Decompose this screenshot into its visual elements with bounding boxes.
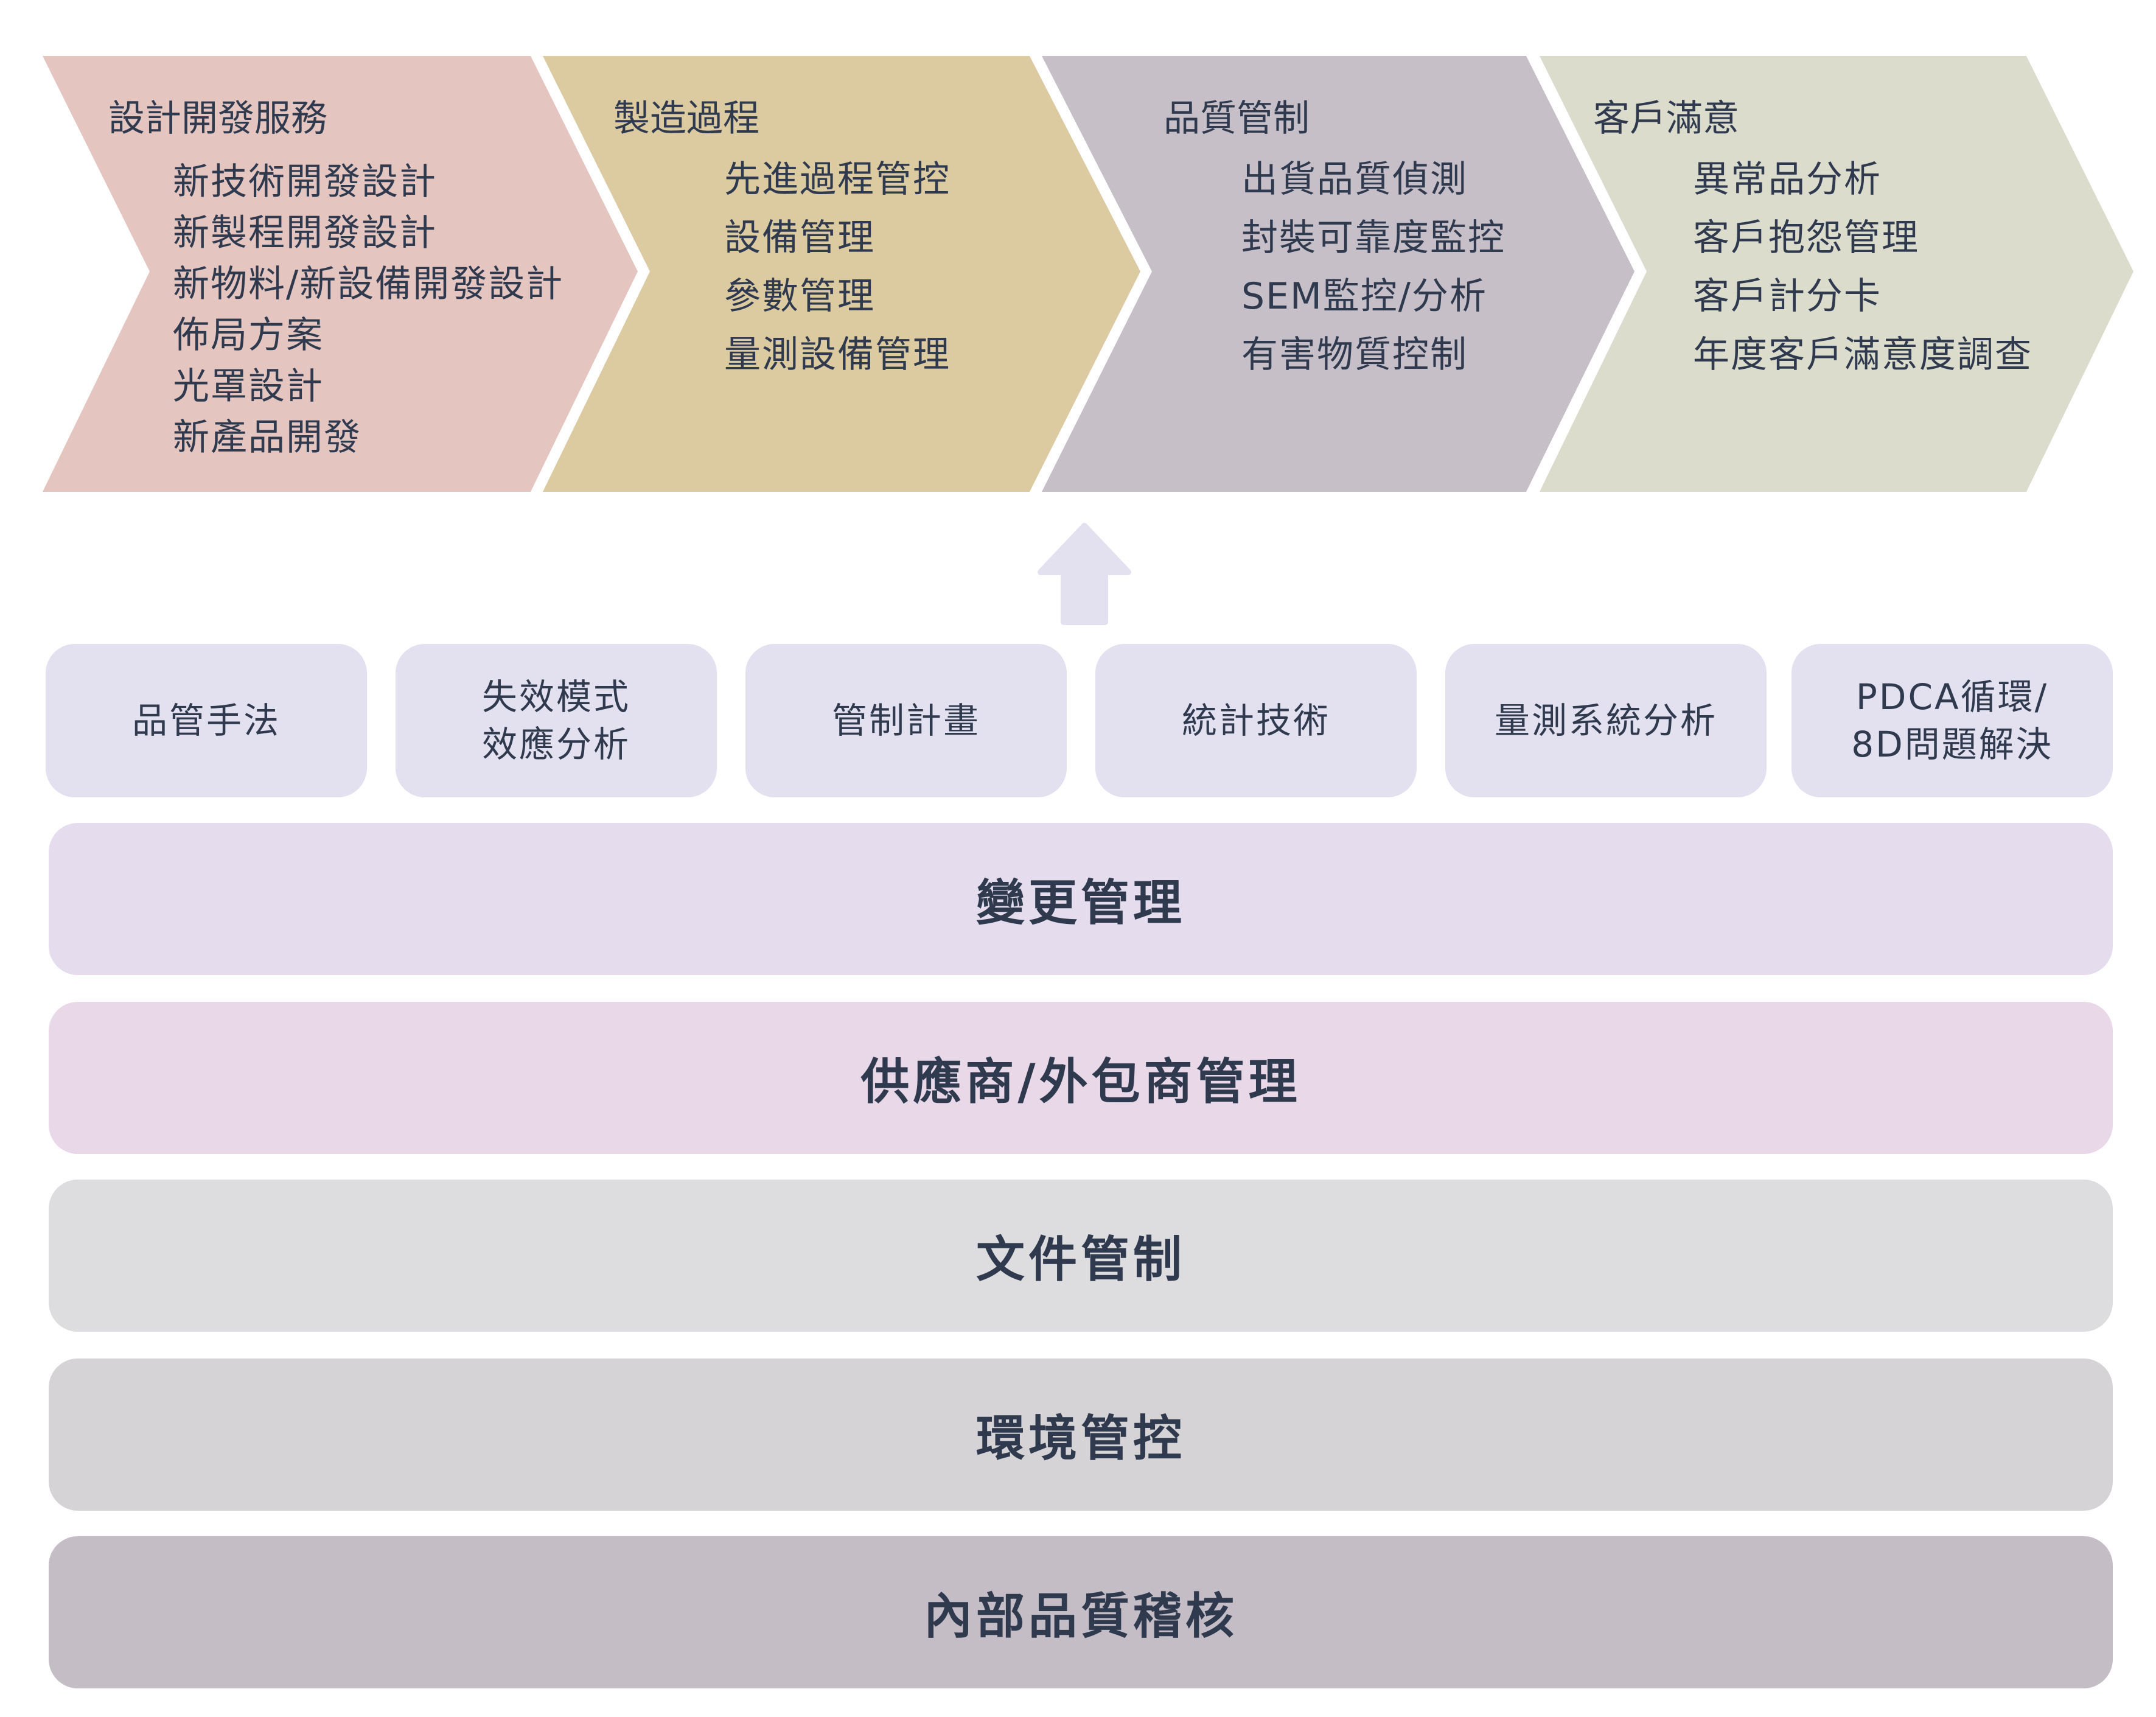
tool-box-pdca-8d: PDCA循環/ 8D問題解決 <box>1791 644 2113 797</box>
stage-title: 品質管制 <box>1163 97 1310 140</box>
chevron-quality-control <box>1042 56 1634 492</box>
stage-item: 設備管理 <box>724 217 875 259</box>
stage-manufacturing: 製造過程 先進過程管控 設備管理 參數管理 量測設備管理 <box>613 100 951 384</box>
stage-item-list: 出貨品質偵測 封裝可靠度監控 SEM監控/分析 有害物質控制 <box>1241 150 1505 384</box>
stage-title: 製造過程 <box>613 97 759 140</box>
stage-item: 新製程開發設計 <box>173 212 437 254</box>
layer-environment-control: 環境管控 <box>49 1359 2113 1511</box>
stage-item: 佈局方案 <box>173 314 324 357</box>
stage-title: 客戶滿意 <box>1593 97 1739 140</box>
stage-item-list: 新技術開發設計 新製程開發設計 新物料/新設備開發設計 佈局方案 光罩設計 新產… <box>173 156 563 463</box>
stage-title: 設計開發服務 <box>108 97 327 140</box>
layer-change-management: 變更管理 <box>49 823 2113 975</box>
process-chevrons <box>43 56 2133 492</box>
stage-item: 光罩設計 <box>173 365 324 408</box>
tool-box-msa: 量測系統分析 <box>1445 644 1767 797</box>
tool-box-statistical-techniques: 統計技術 <box>1095 644 1417 797</box>
stage-item: 異常品分析 <box>1693 158 1882 201</box>
quality-tools-row: 品管手法 失效模式 效應分析 管制計畫 統計技術 量測系統分析 PDCA循環/ … <box>46 644 2113 797</box>
layer-supplier-management: 供應商/外包商管理 <box>49 1002 2113 1154</box>
stage-item: 先進過程管控 <box>724 158 951 201</box>
stage-item: 有害物質控制 <box>1241 334 1468 376</box>
stage-item: 新物料/新設備開發設計 <box>173 263 564 306</box>
stage-quality-control: 品質管制 出貨品質偵測 封裝可靠度監控 SEM監控/分析 有害物質控制 <box>1163 100 1505 384</box>
stage-customer-satisfaction: 客戶滿意 異常品分析 客戶抱怨管理 客戶計分卡 年度客戶滿意度調查 <box>1593 100 2032 384</box>
stage-item: 參數管理 <box>724 275 875 318</box>
stage-item: 量測設備管理 <box>724 334 951 376</box>
layer-internal-quality-audit: 內部品質稽核 <box>49 1536 2113 1688</box>
stage-item: 客戶抱怨管理 <box>1693 217 1919 259</box>
layer-document-control: 文件管制 <box>49 1180 2113 1332</box>
chevron-manufacturing <box>543 56 1140 492</box>
stage-item: SEM監控/分析 <box>1241 275 1487 318</box>
chevron-customer-satisfaction <box>1540 56 2133 492</box>
chevron-design-development <box>43 56 638 492</box>
stage-item: 新技術開發設計 <box>173 161 437 203</box>
tool-box-fmea: 失效模式 效應分析 <box>396 644 717 797</box>
up-arrow-icon <box>1038 523 1131 625</box>
stage-design-development: 設計開發服務 新技術開發設計 新製程開發設計 新物料/新設備開發設計 佈局方案 … <box>108 100 563 463</box>
tool-box-qc-methods: 品管手法 <box>46 644 367 797</box>
tool-box-control-plan: 管制計畫 <box>745 644 1067 797</box>
stage-item-list: 先進過程管控 設備管理 參數管理 量測設備管理 <box>724 150 951 384</box>
stage-item: 年度客戶滿意度調查 <box>1693 334 2032 376</box>
stage-item: 出貨品質偵測 <box>1241 158 1468 201</box>
stage-item: 客戶計分卡 <box>1693 275 1882 318</box>
stage-item-list: 異常品分析 客戶抱怨管理 客戶計分卡 年度客戶滿意度調查 <box>1693 150 2032 384</box>
stage-item: 封裝可靠度監控 <box>1241 217 1505 259</box>
stage-item: 新產品開發 <box>173 416 361 459</box>
